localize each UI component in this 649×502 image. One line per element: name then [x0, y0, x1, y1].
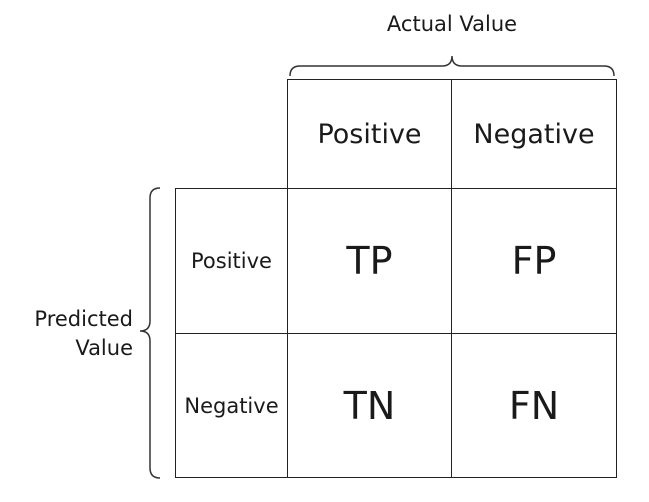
- row-header-negative: Negative: [175, 333, 288, 478]
- actual-value-brace: [289, 55, 615, 77]
- column-header-positive: Positive: [287, 79, 452, 189]
- row-header-positive: Positive: [175, 188, 288, 334]
- column-header-negative: Negative: [451, 79, 617, 189]
- actual-value-label: Actual Value: [386, 12, 518, 36]
- cell-true-negative: TN: [287, 333, 452, 478]
- cell-false-negative: FN: [451, 333, 617, 478]
- predicted-value-brace: [139, 187, 161, 479]
- cell-true-positive: TP: [287, 188, 452, 334]
- cell-false-positive: FP: [451, 188, 617, 334]
- predicted-value-label: Predicted Value: [34, 307, 133, 360]
